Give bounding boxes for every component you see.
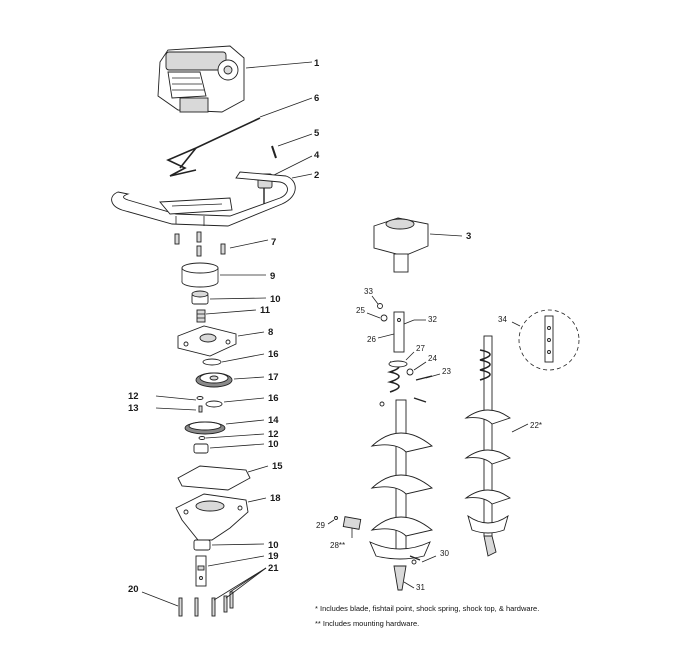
note-includes-hardware: ** Includes mounting hardware. — [315, 619, 420, 628]
output-shaft-part — [195, 555, 207, 587]
auger-flighting-part — [369, 399, 433, 560]
callout-16-bottom: 16 — [268, 393, 279, 404]
callout-9: 9 — [270, 271, 275, 282]
callout-6: 6 — [314, 93, 319, 104]
callout-3: 3 — [466, 231, 471, 242]
callout-12-right: 12 — [268, 429, 279, 440]
callout-4: 4 — [314, 150, 320, 161]
gear-case-top-part — [177, 325, 237, 357]
callout-14: 14 — [268, 415, 279, 426]
callout-10-bottom: 10 — [268, 540, 279, 551]
callout-12-left: 12 — [128, 391, 139, 402]
callout-27: 27 — [416, 344, 425, 353]
callout-19: 19 — [268, 551, 279, 562]
washer-part — [205, 400, 223, 408]
callout-20: 20 — [128, 584, 139, 595]
callout-11: 11 — [260, 305, 271, 316]
gasket-part — [177, 465, 251, 491]
callout-33: 33 — [364, 287, 373, 296]
bearing-part — [193, 443, 209, 454]
callout-13: 13 — [128, 403, 139, 414]
callout-24: 24 — [428, 354, 437, 363]
washer-part — [202, 358, 222, 366]
callout-21: 21 — [268, 563, 279, 574]
callout-15: 15 — [272, 461, 283, 472]
callout-5: 5 — [314, 128, 320, 139]
callout-34: 34 — [498, 315, 507, 324]
callout-30: 30 — [440, 549, 449, 558]
callout-29: 29 — [316, 521, 325, 530]
callout-22: 22* — [530, 421, 542, 430]
callout-28: 28** — [330, 541, 345, 550]
shock-spring-part — [387, 360, 408, 393]
gear-small-part — [196, 309, 206, 323]
throttle-cable-part — [166, 117, 261, 177]
auger-right-part — [464, 335, 511, 557]
bolts-part — [174, 231, 226, 257]
bearing-part — [191, 290, 209, 305]
gear-large-part — [195, 372, 233, 388]
bearing-part — [193, 539, 211, 551]
gear-case-bottom-part — [175, 493, 249, 541]
gearbox-part — [373, 217, 429, 273]
engine-part — [157, 45, 245, 113]
callout-26: 26 — [367, 335, 376, 344]
callout-8: 8 — [268, 327, 273, 338]
callout-17: 17 — [268, 372, 279, 383]
shock-ring-part — [181, 262, 219, 288]
handle-frame-part — [111, 171, 296, 227]
fishtail-point-part — [393, 565, 407, 591]
callout-1: 1 — [314, 58, 320, 69]
callout-25: 25 — [356, 306, 365, 315]
detail-circle — [518, 309, 580, 371]
callout-18: 18 — [270, 493, 281, 504]
callout-16-top: 16 — [268, 349, 279, 360]
blade-part — [334, 516, 362, 530]
callout-32: 32 — [428, 315, 437, 324]
callout-31: 31 — [416, 583, 425, 592]
callout-10-middle: 10 — [268, 439, 279, 450]
callout-10-top: 10 — [270, 294, 281, 305]
callout-7: 7 — [271, 237, 276, 248]
bolts-lower-part — [178, 591, 234, 617]
shaft-top-part — [377, 303, 415, 353]
callout-23: 23 — [442, 367, 451, 376]
callout-2: 2 — [314, 170, 319, 181]
pinion-gear-part — [184, 421, 226, 435]
note-includes-blade: * Includes blade, fishtail point, shock … — [315, 604, 540, 613]
